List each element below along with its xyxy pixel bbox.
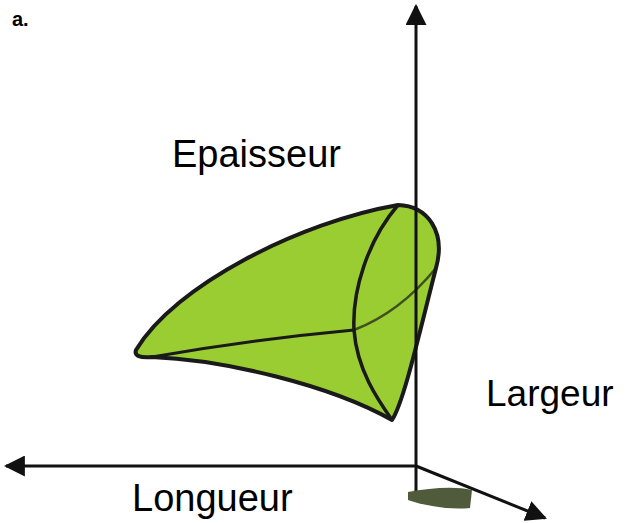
leaf-shape — [136, 205, 439, 420]
axis-label: Longueur — [132, 478, 293, 520]
axis-label: Largeur — [486, 374, 614, 415]
leaf-projection — [408, 488, 472, 509]
leaf-edge — [354, 205, 398, 420]
length-axis — [6, 465, 416, 468]
thickness-axis — [415, 6, 418, 492]
leaf-edge — [152, 330, 354, 357]
axis-label: Epaisseur — [172, 134, 341, 176]
leaf-edge — [354, 268, 436, 330]
panel-letter: a. — [12, 8, 29, 30]
